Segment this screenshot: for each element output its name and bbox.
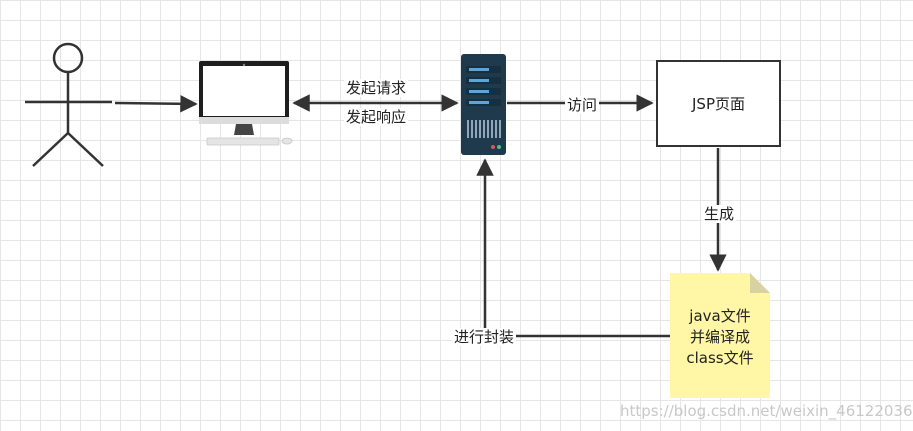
note-shape — [670, 273, 770, 398]
stick-figure-user-icon — [25, 42, 112, 167]
watermark: https://blog.csdn.net/weixin_46122036 — [620, 402, 913, 420]
wrap-label: 进行封装 — [452, 328, 517, 346]
actor-to-computer-arrow — [114, 95, 198, 113]
visit-label: 访问 — [565, 96, 600, 114]
send-response-label: 发起响应 — [344, 108, 409, 126]
note-line-1: java文件 — [689, 307, 751, 325]
jsp-page-label: JSP页面 — [692, 95, 745, 113]
note-text: java文件 并编译成 class文件 — [670, 306, 770, 369]
jsp-page-box: JSP页面 — [656, 60, 781, 147]
desktop-computer-icon — [199, 61, 293, 146]
generate-label: 生成 — [702, 205, 737, 223]
server-rack-icon — [461, 54, 506, 155]
note-line-3: class文件 — [686, 349, 754, 367]
send-request-label: 发起请求 — [344, 79, 409, 97]
note-to-server-arrow — [476, 158, 670, 338]
note-line-2: 并编译成 — [689, 328, 750, 346]
